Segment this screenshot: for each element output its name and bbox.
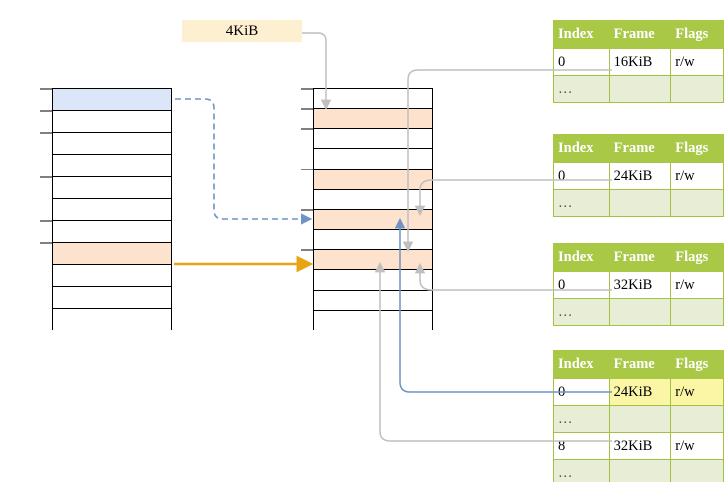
table-cell-index: 8	[553, 432, 610, 460]
physical-row	[314, 89, 432, 110]
table-cell-index: …	[553, 189, 610, 217]
physical-row	[314, 270, 432, 291]
table-cell-index: …	[553, 405, 610, 433]
column-header-frame: Frame	[608, 350, 672, 379]
virtual-row	[53, 243, 171, 265]
table-cell-index: …	[553, 459, 610, 482]
table-cell-flags	[670, 405, 724, 433]
physical-row	[314, 250, 432, 271]
column-header-flags: Flags	[670, 134, 724, 163]
table-cell-flags	[670, 459, 724, 482]
physical-tick	[301, 108, 313, 110]
physical-row	[314, 109, 432, 130]
virtual-tick	[40, 110, 52, 112]
virtual-tick	[40, 132, 52, 134]
column-header-flags: Flags	[670, 350, 724, 379]
table-cell-index: 0	[553, 378, 610, 406]
column-header-flags: Flags	[670, 243, 724, 272]
virtual-row	[53, 287, 171, 309]
table-cell-flags	[670, 298, 724, 326]
table-cell-flags: r/w	[670, 271, 724, 299]
physical-row	[314, 310, 432, 331]
physical-tick	[301, 88, 313, 90]
table-cell-frame	[608, 75, 672, 103]
physical-tick	[301, 168, 313, 171]
table-cell-frame: 24KiB	[608, 378, 672, 406]
table-row[interactable]: …	[553, 75, 724, 103]
table-cell-index: 0	[553, 271, 610, 299]
table-cell-flags: r/w	[670, 48, 724, 76]
physical-tick	[301, 249, 313, 251]
virtual-row	[53, 309, 171, 331]
physical-tick	[301, 128, 313, 130]
physical-memory-column	[313, 88, 433, 331]
table-cell-flags	[670, 189, 724, 217]
virtual-row	[53, 199, 171, 221]
column-header-index: Index	[553, 350, 610, 379]
physical-row	[314, 230, 432, 251]
column-header-index: Index	[553, 243, 610, 272]
table-row[interactable]: …	[553, 298, 724, 326]
virtual-tick	[40, 242, 52, 244]
table-row[interactable]: …	[553, 189, 724, 217]
virtual-row	[53, 89, 171, 111]
virtual-row	[53, 265, 171, 287]
table-cell-frame	[608, 405, 672, 433]
table-cell-frame: 32KiB	[608, 271, 672, 299]
virtual-tick	[40, 220, 52, 222]
wire-virtual-to-physical-dashed	[175, 98, 313, 225]
table-cell-frame	[608, 298, 672, 326]
virtual-row	[53, 155, 171, 177]
column-header-index: Index	[553, 20, 610, 49]
physical-row	[314, 129, 432, 150]
virtual-row	[53, 221, 171, 243]
virtual-row	[53, 133, 171, 155]
physical-row	[314, 189, 432, 210]
table-cell-frame	[608, 189, 672, 217]
physical-row	[314, 290, 432, 311]
table-cell-flags: r/w	[670, 432, 724, 460]
virtual-address-column	[52, 88, 172, 331]
virtual-row	[53, 111, 171, 133]
table-cell-frame	[608, 459, 672, 482]
table-cell-frame: 24KiB	[608, 162, 672, 190]
column-header-index: Index	[553, 134, 610, 163]
physical-row	[314, 149, 432, 170]
physical-row	[314, 209, 432, 231]
column-header-flags: Flags	[670, 20, 724, 49]
table-cell-flags: r/w	[670, 162, 724, 190]
physical-tick	[301, 209, 313, 211]
table-row[interactable]: …	[553, 405, 724, 433]
table-cell-frame: 16KiB	[608, 48, 672, 76]
table-cell-index: …	[553, 75, 610, 103]
table-cell-frame: 32KiB	[608, 432, 672, 460]
virtual-row	[53, 177, 171, 199]
table-cell-index: …	[553, 298, 610, 326]
virtual-tick	[40, 88, 52, 90]
page-size-label: 4KiB	[182, 20, 302, 42]
table-cell-index: 0	[553, 162, 610, 190]
physical-row	[314, 169, 432, 190]
column-header-frame: Frame	[608, 20, 672, 49]
table-cell-flags: r/w	[670, 378, 724, 406]
column-header-frame: Frame	[608, 243, 672, 272]
table-cell-flags	[670, 75, 724, 103]
table-cell-index: 0	[553, 48, 610, 76]
table-row[interactable]: …	[553, 459, 724, 482]
column-header-frame: Frame	[608, 134, 672, 163]
virtual-tick	[40, 176, 52, 178]
